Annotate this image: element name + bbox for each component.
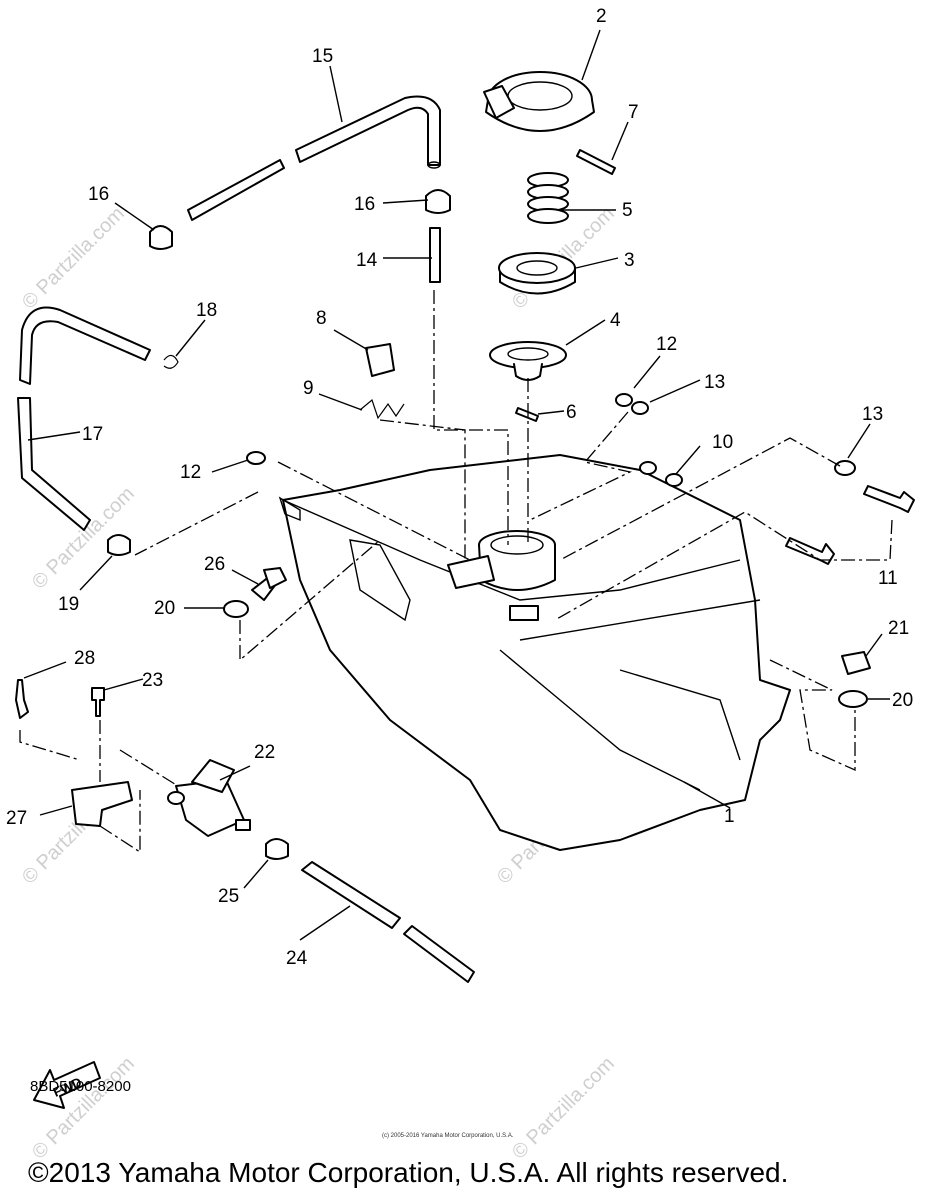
fuel-hose <box>301 861 475 983</box>
filler-cap <box>483 71 595 132</box>
bolt-flange-head <box>263 567 287 589</box>
breather-nipple <box>429 227 441 283</box>
washer <box>838 690 868 708</box>
callout-21: 21 <box>888 618 909 639</box>
callouts: 1 2 3 4 5 6 7 8 9 10 11 12 12 13 13 14 1… <box>6 6 913 969</box>
bolt <box>863 485 915 513</box>
callout-20b: 20 <box>892 690 913 711</box>
bracket <box>71 781 133 827</box>
callout-6: 6 <box>566 402 577 423</box>
screw <box>91 687 105 717</box>
gasket <box>498 252 576 295</box>
callout-8: 8 <box>316 308 327 329</box>
clip-spring <box>359 398 405 420</box>
damper-small <box>665 473 683 487</box>
callout-17: 17 <box>82 424 103 445</box>
callout-24: 24 <box>286 948 308 969</box>
washer <box>631 401 649 415</box>
bolt <box>785 537 835 565</box>
callout-2: 2 <box>596 6 607 27</box>
washer <box>246 451 266 465</box>
callout-11: 11 <box>878 568 898 589</box>
callout-22: 22 <box>254 742 275 763</box>
callout-25: 25 <box>218 886 239 907</box>
callout-12b: 12 <box>180 462 201 483</box>
seal <box>489 341 567 381</box>
diagram-reference-code: 8BD5100-8200 <box>30 1078 131 1095</box>
hose-clamp <box>265 838 289 860</box>
clip <box>163 354 179 369</box>
callout-13b: 13 <box>862 404 883 425</box>
callout-16: 16 <box>88 184 109 205</box>
nut <box>841 651 871 675</box>
callout-1: 1 <box>724 806 735 827</box>
damper <box>365 343 395 377</box>
breather-hose-lower <box>17 306 151 531</box>
callout-20: 20 <box>154 598 175 619</box>
callout-13: 13 <box>704 372 725 393</box>
callout-27: 27 <box>6 808 27 829</box>
fuel-cock <box>167 759 251 837</box>
callout-23: 23 <box>142 670 163 691</box>
leader-lines <box>19 29 893 941</box>
callout-16b: 16 <box>354 194 375 215</box>
callout-19: 19 <box>58 594 79 615</box>
callout-15: 15 <box>312 46 333 67</box>
watermark: © Partzilla.com <box>508 1053 619 1164</box>
callout-14: 14 <box>356 250 378 271</box>
watermark: © Partzilla.com <box>18 203 129 314</box>
callout-4: 4 <box>610 310 621 331</box>
callout-26: 26 <box>204 554 225 575</box>
callout-9: 9 <box>303 378 314 399</box>
copyright-notice: ©2013 Yamaha Motor Corporation, U.S.A. A… <box>28 1157 789 1188</box>
breather-hose-upper <box>187 95 441 221</box>
hose-clamp <box>425 189 451 214</box>
pin-small <box>515 407 539 422</box>
fwd-arrow-icon: FWD <box>33 1061 101 1109</box>
hose-clamp <box>107 534 131 556</box>
clip-pin <box>15 679 29 719</box>
pin <box>576 149 616 175</box>
washer <box>223 600 249 618</box>
small-copyright: (c) 2005-2016 Yamaha Motor Corporation, … <box>382 1133 514 1139</box>
damper-small <box>639 461 657 475</box>
spring <box>527 172 569 224</box>
callout-7: 7 <box>628 102 639 123</box>
callout-28: 28 <box>74 648 95 669</box>
washer <box>834 460 856 476</box>
callout-10: 10 <box>712 432 733 453</box>
washer <box>615 393 633 407</box>
callout-3: 3 <box>624 250 635 271</box>
callout-18: 18 <box>196 300 217 321</box>
callout-5: 5 <box>622 200 633 221</box>
fuel-tank <box>278 454 791 851</box>
hose-clamp <box>149 225 173 250</box>
callout-12: 12 <box>656 334 677 355</box>
